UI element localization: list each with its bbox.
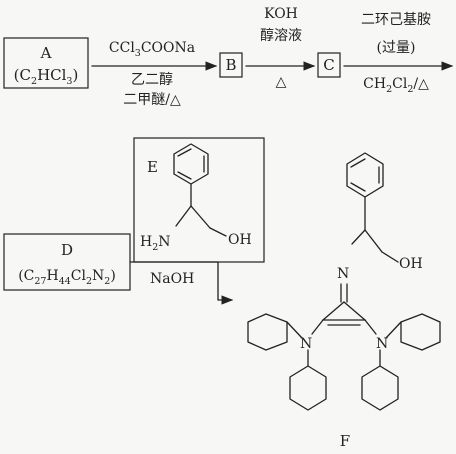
step-3-reagent: 二环己基胺 <box>361 11 431 28</box>
compound-d-letter: D <box>61 241 73 259</box>
compound-e-letter: E <box>147 158 158 176</box>
compound-e-nh2: H2N <box>140 234 171 253</box>
step-1-reagent: CCl3COONa <box>109 40 195 59</box>
step-3-conditions: CH2Cl2/△ <box>363 76 429 95</box>
compound-e-structure <box>173 143 227 237</box>
compound-c-box: C <box>317 52 341 78</box>
compound-d-box: D (C27H44Cl2N2) <box>3 233 131 291</box>
step-1-solvent: 乙二醇 <box>131 71 173 88</box>
compound-a-letter: A <box>40 44 52 62</box>
step-1-arrow: CCl3COONa 乙二醇 二甲醚/△ <box>91 40 218 108</box>
compound-a-box: A (C2HCl3) <box>3 37 89 89</box>
compound-f-oh: OH <box>399 256 423 272</box>
compound-c-letter: C <box>323 56 334 74</box>
step-2-reagent: KOH <box>264 6 298 22</box>
compound-d-formula: (C27H44Cl2N2) <box>18 268 116 287</box>
step-3-arrow: 二环己基胺 (过量) CH2Cl2/△ <box>343 11 454 95</box>
compound-e-box: E H2N OH <box>133 137 265 263</box>
step-2-solvent: 醇溶液 <box>260 27 302 44</box>
step-2-arrow: KOH 醇溶液 △ <box>245 6 316 90</box>
compound-f-imine-n: N <box>337 266 349 282</box>
compound-b-letter: B <box>225 56 236 74</box>
compound-a-formula: (C2HCl3) <box>14 66 79 87</box>
compound-f-letter: F <box>340 432 350 450</box>
compound-e-oh: OH <box>228 232 252 248</box>
step-3-amount: (过量) <box>377 40 416 56</box>
step-1-conditions: 二甲醚/△ <box>123 92 181 108</box>
compound-b-box: B <box>219 52 243 78</box>
step-2-conditions: △ <box>276 74 287 90</box>
compound-f-structure <box>247 152 441 411</box>
compound-f-amine-n-left: N <box>300 336 312 352</box>
compound-f-amine-n-right: N <box>376 336 388 352</box>
step-4-arrow: NaOH <box>129 261 234 305</box>
step-4-reagent: NaOH <box>150 271 194 287</box>
